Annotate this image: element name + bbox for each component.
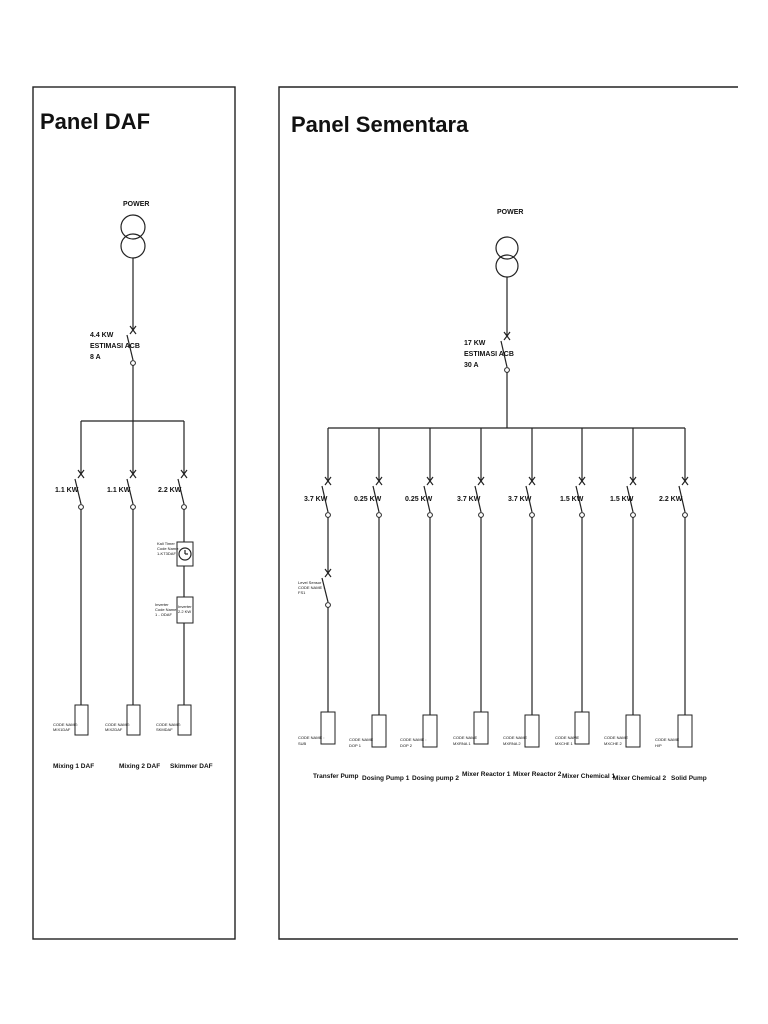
branch-mixing-2-daf: 1.1 KW CODE NAME: MIX2DAF Mixing 2 DAF [105, 421, 160, 770]
branch-rating: 3.7 KW [304, 496, 328, 503]
main-breaker-current: 30 A [464, 362, 479, 369]
inverter-label: Inverter [155, 602, 169, 607]
power-label: POWER [497, 209, 523, 216]
code-name-value: MXCHE 2 [604, 741, 623, 746]
branch-dosing-pump-1: 0.25 KW CODE NAME DOP 1 Dosing Pump 1 [349, 428, 410, 782]
code-name-value: MIX1DAF [53, 727, 71, 732]
sensor-code-label: CODE NAME : [298, 585, 324, 590]
main-breaker-current: 8 A [90, 354, 101, 361]
branch-mixer-reactor-2: 3.7 KW CODE NAME MXRNA 2 Mixer Reactor 2 [503, 428, 562, 778]
power-label: POWER [123, 201, 149, 208]
panel-sementara-title: Panel Sementara [291, 112, 469, 137]
branch-rating: 0.25 KW [405, 496, 433, 503]
panel-daf: Panel DAF POWER 4.4 KW ESTIMASI ACB 8 A [32, 86, 236, 940]
panel-daf-title: Panel DAF [40, 109, 150, 134]
code-name-value: SKMDAF [156, 727, 173, 732]
code-name-label: CODE NAME : [400, 737, 426, 742]
branch-mixer-chemical-2: 1.5 KW CODE NAME MXCHE 2 Mixer Chemical … [604, 428, 666, 782]
code-name-label: CODE NAME [655, 737, 680, 742]
code-name-label: CODE NAME: [156, 722, 181, 727]
code-name-label: CODE NAME: [53, 722, 78, 727]
branch-mixer-chemical-1: 1.5 KW CODE NAME MXCHE 1 Mixer Chemical … [555, 428, 615, 780]
code-name-label: CODE NAME [604, 735, 629, 740]
transformer-icon [120, 214, 146, 259]
motor-symbol [524, 714, 540, 748]
timer-label: Kali Timer [157, 541, 175, 546]
main-breaker-symbol [126, 325, 137, 366]
inverter-code-label: Code Name: [155, 607, 177, 612]
branch-rating: 1.5 KW [560, 496, 584, 503]
motor-symbol [74, 704, 89, 736]
sensor-code-value: FS1 [298, 590, 306, 595]
branch-dosing-pump-2: 0.25 KW CODE NAME : DOP 2 Dosing pump 2 [400, 428, 459, 782]
timer-code-value: 1-KT3DAF [157, 551, 176, 556]
code-name-label: CODE NAME [503, 735, 528, 740]
inverter-device [176, 596, 194, 624]
branch-rating: 0.25 KW [354, 496, 382, 503]
branch-solid-pump: 2.2 KW CODE NAME H/P Solid Pump [655, 428, 707, 782]
motor-symbol [677, 714, 693, 748]
code-name-label: CODE NAME: [105, 722, 130, 727]
branch-rating: 3.7 KW [508, 496, 532, 503]
load-name: Mixer Chemical 2 [613, 775, 666, 782]
main-breaker-rating: 4.4 KW [90, 332, 114, 339]
main-breaker-type: ESTIMASI ACB [90, 343, 140, 350]
inverter-inner-rating: 2.2 KW [178, 609, 191, 614]
load-name: Skimmer DAF [170, 763, 213, 770]
load-name: Mixer Chemical 1 [562, 773, 615, 780]
branch-rating: 2.2 KW [158, 487, 182, 494]
motor-symbol [422, 714, 438, 748]
load-name: Mixer Reactor 2 [513, 771, 562, 778]
motor-symbol [473, 711, 489, 745]
panel-daf-frame [32, 86, 236, 940]
load-name: Dosing Pump 1 [362, 775, 410, 782]
code-name-label: CODE NAME [453, 735, 478, 740]
motor-symbol [177, 704, 192, 736]
load-name: Dosing pump 2 [412, 775, 459, 782]
branch-transfer-pump: 3.7 KW Level Sensor CODE NAME : FS1 CODE… [298, 428, 359, 780]
code-name-value: H/P [655, 743, 662, 748]
motor-symbol [371, 714, 387, 748]
motor-symbol [320, 711, 336, 745]
inverter-inner-label: Inverter [178, 604, 192, 609]
code-name-label: CODE NAME [349, 737, 374, 742]
motor-symbol [126, 704, 141, 736]
code-name-label: CODE NAME [555, 735, 580, 740]
branch-rating: 1.1 KW [55, 487, 79, 494]
clock-icon [178, 547, 192, 561]
code-name-value: MXRNA 2 [503, 741, 521, 746]
branch-mixing-1-daf: 1.1 KW CODE NAME: MIX1DAF Mixing 1 DAF [53, 421, 94, 770]
code-name-value: MXRNA 1 [453, 741, 471, 746]
code-name-value: MXCHE 1 [555, 741, 574, 746]
inverter-code-value: 1 - ODAF [155, 612, 172, 617]
load-name: Mixer Reactor 1 [462, 771, 511, 778]
panel-sementara: Panel Sementara POWER 17 KW ESTIMASI ACB… [278, 86, 738, 940]
code-name-value: MIX2DAF [105, 727, 123, 732]
sensor-label: Level Sensor [298, 580, 322, 585]
branch-rating: 3.7 KW [457, 496, 481, 503]
main-breaker-symbol [500, 331, 511, 373]
branch-mixer-reactor-1: 3.7 KW CODE NAME MXRNA 1 Mixer Reactor 1 [453, 428, 511, 778]
motor-symbol [574, 711, 590, 745]
branch-skimmer-daf: Inverter 2.2 KW 2.2 KW Kali Timer Code N… [155, 421, 213, 770]
code-name-value: DOP 2 [400, 743, 413, 748]
load-name: Mixing 2 DAF [119, 763, 160, 770]
main-breaker-type: ESTIMASI ACB [464, 351, 514, 358]
load-name: Mixing 1 DAF [53, 763, 94, 770]
load-name: Transfer Pump [313, 773, 359, 780]
main-breaker-rating: 17 KW [464, 340, 486, 347]
motor-symbol [625, 714, 641, 748]
code-name-value: SUB [298, 741, 307, 746]
panel-sementara-frame [278, 86, 738, 940]
branch-rating: 1.1 KW [107, 487, 131, 494]
transformer-icon [495, 236, 519, 278]
timer-code-label: Code Name: [157, 546, 179, 551]
branch-rating: 1.5 KW [610, 496, 634, 503]
load-name: Solid Pump [671, 775, 707, 782]
branch-rating: 2.2 KW [659, 496, 683, 503]
code-name-value: DOP 1 [349, 743, 362, 748]
code-name-label: CODE NAME : [298, 735, 324, 740]
